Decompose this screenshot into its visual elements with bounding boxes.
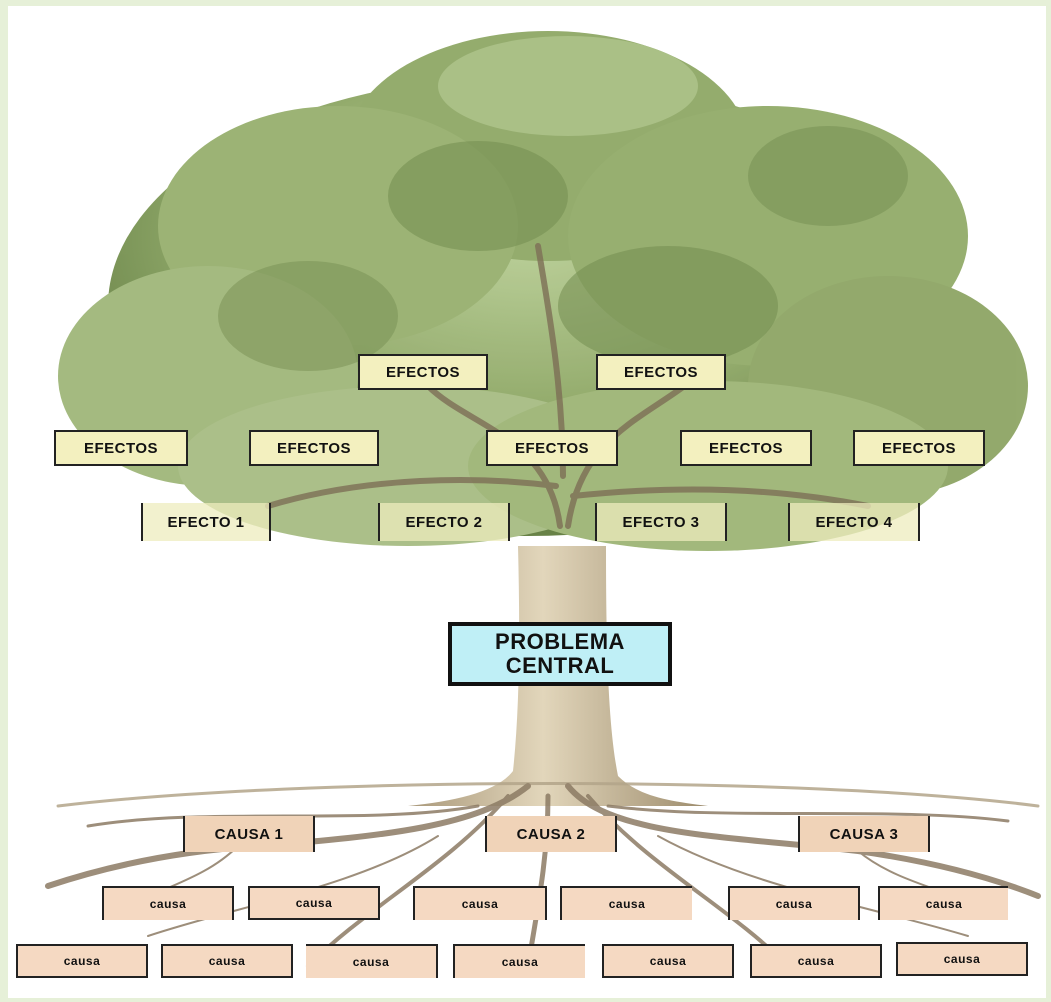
efecto-3-label: EFECTO 3 xyxy=(595,503,727,541)
causa-row1-item-1: causa xyxy=(102,886,234,920)
causa-row2-item-5: causa xyxy=(602,944,734,978)
efectos-label-7: EFECTOS xyxy=(853,430,985,466)
efecto-4-label: EFECTO 4 xyxy=(788,503,920,541)
causa-row1-item-4: causa xyxy=(560,886,692,920)
causa-row2-item-1: causa xyxy=(16,944,148,978)
causa-row1-item-2: causa xyxy=(248,886,380,920)
tree-diagram-canvas: EFECTOS EFECTOS EFECTOS EFECTOS EFECTOS … xyxy=(8,6,1046,998)
causa-2-label: CAUSA 2 xyxy=(485,816,617,852)
problema-line-2: CENTRAL xyxy=(505,653,615,678)
problema-central-box: PROBLEMA CENTRAL xyxy=(448,622,672,686)
efectos-label-4: EFECTOS xyxy=(249,430,379,466)
causa-row2-item-3: causa xyxy=(306,944,438,978)
efectos-label-5: EFECTOS xyxy=(486,430,618,466)
causa-3-label: CAUSA 3 xyxy=(798,816,930,852)
tree-canopy xyxy=(58,31,1028,551)
causa-row2-item-2: causa xyxy=(161,944,293,978)
problema-line-1: PROBLEMA xyxy=(495,629,625,654)
efectos-label-6: EFECTOS xyxy=(680,430,812,466)
causa-row2-item-7: causa xyxy=(896,942,1028,976)
efectos-label-1: EFECTOS xyxy=(358,354,488,390)
efectos-label-2: EFECTOS xyxy=(596,354,726,390)
causa-row1-item-3: causa xyxy=(413,886,547,920)
efectos-label-3: EFECTOS xyxy=(54,430,188,466)
causa-1-label: CAUSA 1 xyxy=(183,816,315,852)
causa-row1-item-5: causa xyxy=(728,886,860,920)
tree-roots xyxy=(45,782,1041,969)
causa-row2-item-6: causa xyxy=(750,944,882,978)
efecto-2-label: EFECTO 2 xyxy=(378,503,510,541)
tree-illustration xyxy=(45,31,1041,969)
causa-row1-item-6: causa xyxy=(878,886,1008,920)
causa-row2-item-4: causa xyxy=(453,944,585,978)
efecto-1-label: EFECTO 1 xyxy=(141,503,271,541)
